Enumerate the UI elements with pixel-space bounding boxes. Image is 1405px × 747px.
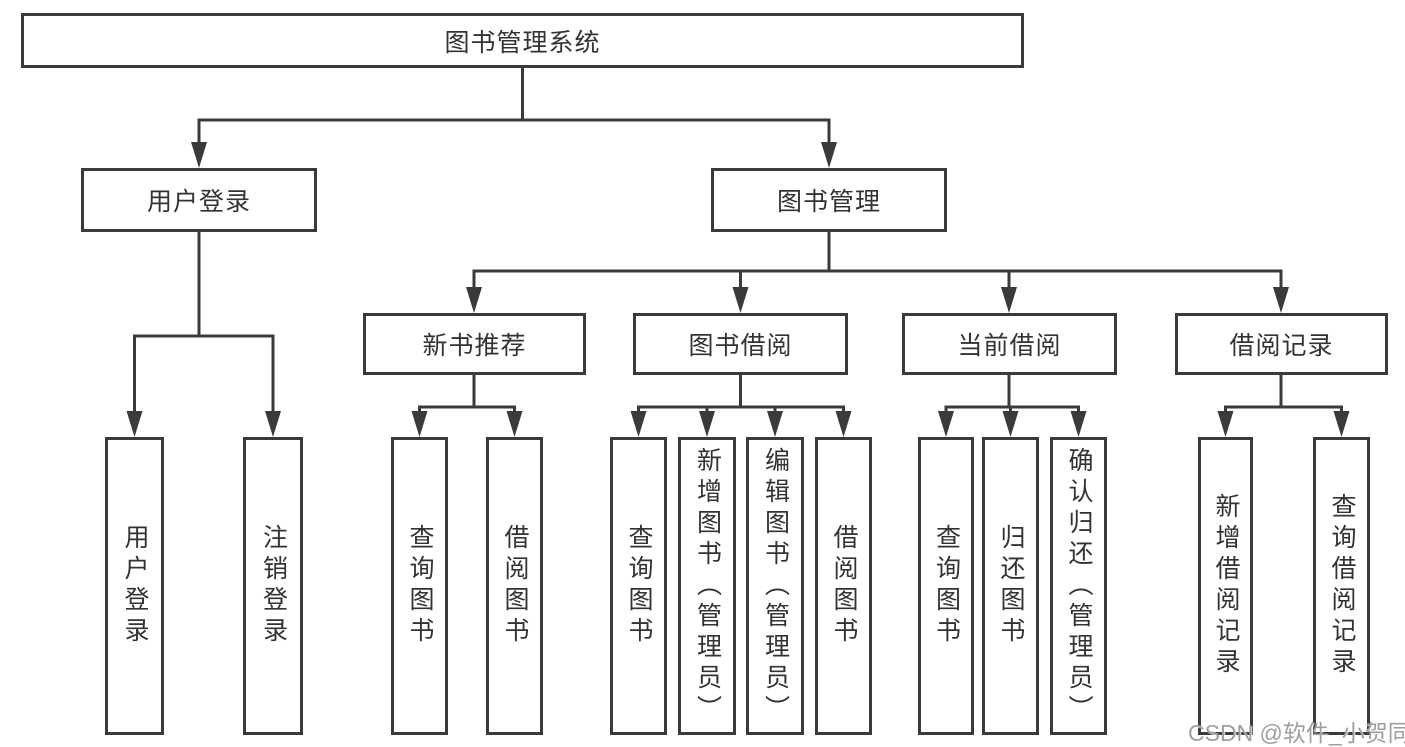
leaf-query-books-current-label: 查询图书 [932,524,961,648]
node-book-borrowing: 图书借阅 [633,313,848,375]
leaf-logout-label: 注销登录 [259,524,288,648]
node-book-management: 图书管理 [711,168,947,232]
leaf-query-books-current: 查询图书 [918,437,974,735]
leaf-add-books-admin-label: 新增图书（管理员） [693,446,722,726]
leaf-borrow-books: 借阅图书 [815,437,872,735]
leaf-borrow-books-recommend: 借阅图书 [486,437,543,735]
leaf-user-login-label: 用户登录 [121,524,149,648]
leaf-return-books: 归还图书 [982,437,1039,735]
leaf-query-borrow-record-label: 查询借阅记录 [1328,493,1356,679]
leaf-add-books-admin: 新增图书（管理员） [678,437,736,735]
leaf-confirm-return-admin: 确认归还（管理员） [1050,437,1107,735]
leaf-add-borrow-record: 新增借阅记录 [1198,437,1253,735]
leaf-logout: 注销登录 [243,437,303,735]
leaf-borrow-books-label: 借阅图书 [830,524,858,648]
node-new-book-recommend: 新书推荐 [363,313,586,375]
leaf-query-borrow-record: 查询借阅记录 [1313,437,1370,735]
leaf-query-books-borrowing-label: 查询图书 [625,524,653,648]
leaf-query-books-recommend: 查询图书 [391,437,448,735]
node-user-login: 用户登录 [81,168,317,232]
leaf-return-books-label: 归还图书 [997,524,1025,648]
leaf-user-login: 用户登录 [105,437,164,735]
leaf-query-books-recommend-label: 查询图书 [406,524,434,648]
node-borrowing-records: 借阅记录 [1175,313,1388,375]
leaf-edit-books-admin: 编辑图书（管理员） [746,437,804,735]
leaf-query-books-borrowing: 查询图书 [610,437,667,735]
csdn-watermark: CSDN @软件_小贺同学 [1188,720,1405,746]
node-current-borrowing: 当前借阅 [902,313,1117,375]
node-library-management-system: 图书管理系统 [21,13,1024,68]
leaf-confirm-return-admin-label: 确认归还（管理员） [1065,446,1093,726]
leaf-edit-books-admin-label: 编辑图书（管理员） [761,446,790,726]
leaf-add-borrow-record-label: 新增借阅记录 [1212,493,1240,679]
leaf-borrow-books-recommend-label: 借阅图书 [501,524,529,648]
